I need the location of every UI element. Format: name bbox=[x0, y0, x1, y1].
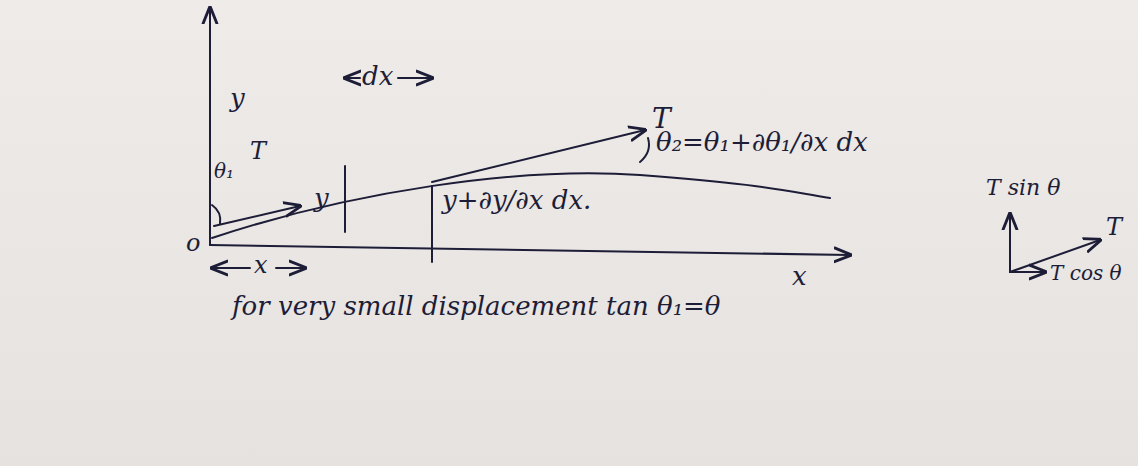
handwritten-label: dx bbox=[362, 62, 393, 91]
tension-arrow bbox=[432, 130, 645, 182]
angle-arc bbox=[640, 138, 649, 162]
handwritten-label: y bbox=[230, 84, 245, 113]
handwritten-label: T sin θ bbox=[986, 176, 1060, 200]
handwritten-label: y bbox=[314, 184, 329, 213]
x-axis bbox=[210, 245, 850, 255]
dx-arrow bbox=[345, 77, 360, 79]
y-axis bbox=[209, 8, 211, 245]
handwritten-label: T bbox=[1106, 214, 1122, 240]
handwritten-label: x bbox=[792, 262, 807, 291]
dx-arrow bbox=[398, 77, 432, 79]
handwritten-label: θ₂=θ₁+∂θ₁/∂x dx bbox=[656, 128, 868, 157]
vertical-component bbox=[1009, 214, 1011, 272]
handwritten-label: T cos θ bbox=[1050, 262, 1122, 284]
handwritten-label: T bbox=[250, 138, 266, 164]
handwritten-label: for very small displacement tan θ₁=θ bbox=[232, 292, 721, 321]
handwritten-label: x bbox=[254, 252, 268, 278]
handwritten-label: θ₁ bbox=[214, 160, 234, 182]
string-curve bbox=[212, 173, 830, 238]
tension-arrow bbox=[214, 206, 300, 226]
handwritten-label: y+∂y/∂x dx. bbox=[442, 186, 591, 215]
handwritten-label: o bbox=[186, 230, 200, 256]
element-boundary bbox=[431, 186, 433, 262]
horizontal-component bbox=[1010, 271, 1045, 273]
x-arrow bbox=[212, 267, 250, 269]
angle-arc bbox=[212, 205, 220, 224]
element-boundary bbox=[344, 166, 346, 232]
x-arrow bbox=[276, 267, 305, 269]
